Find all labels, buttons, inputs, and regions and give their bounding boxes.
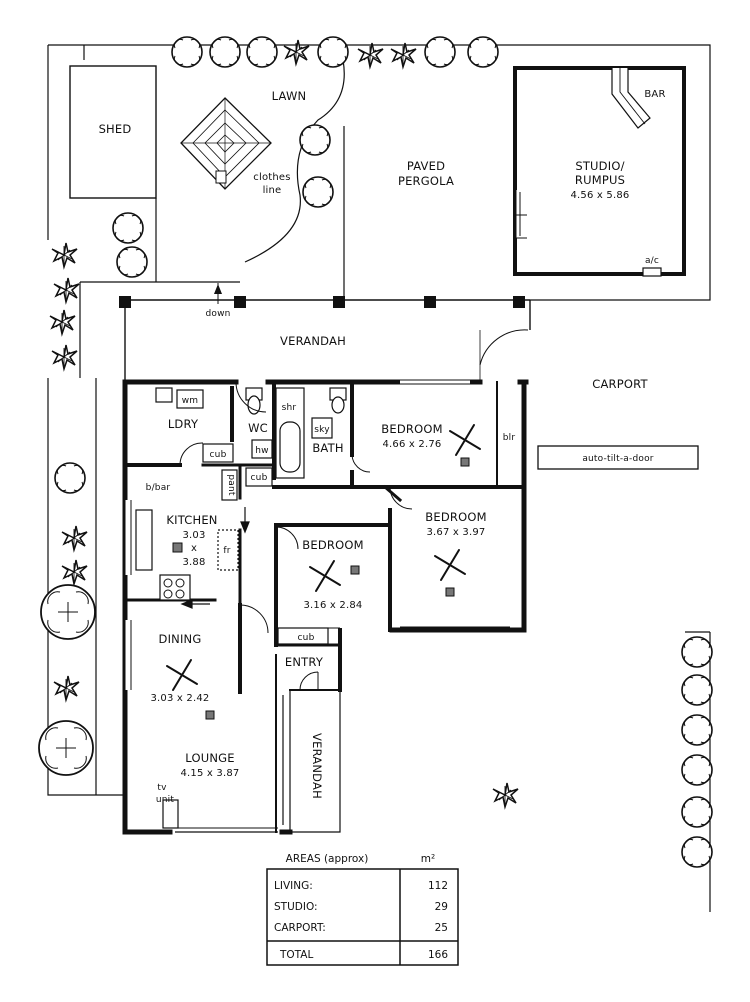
blr-label: blr: [503, 433, 516, 443]
fridge-label: fr: [223, 546, 230, 556]
shed-label: SHED: [99, 122, 132, 136]
hw-label: hw: [255, 446, 268, 456]
bedroom-1-dims: 4.66 x 2.76: [382, 439, 441, 450]
tv-label-1: tv: [157, 783, 167, 793]
kitchen-dim-3: 3.88: [182, 557, 205, 568]
pergola-label-2: PERGOLA: [398, 174, 454, 188]
bedroom-2-dims: 3.67 x 3.97: [426, 527, 485, 538]
shr-label: shr: [282, 403, 297, 413]
wc-label: WC: [248, 421, 268, 435]
paved-pergola: PAVED PERGOLA: [343, 126, 454, 300]
dining-label: DINING: [159, 632, 202, 646]
pantry-label: pant: [226, 474, 236, 496]
cub-label-3: cub: [298, 633, 315, 643]
ac-label: a/c: [645, 256, 659, 266]
kitchen-dim-1: 3.03: [182, 530, 205, 541]
verandah-side: [282, 690, 341, 833]
verandah-top-label: VERANDAH: [280, 334, 346, 348]
areas-row-living-label: LIVING:: [274, 880, 313, 892]
studio-label-1: STUDIO/: [575, 159, 624, 173]
windows: [123, 379, 510, 833]
trees-right: [492, 636, 713, 868]
carport: CARPORT auto-tilt-a-door: [537, 377, 699, 470]
clothes-line-label-1: clothes: [253, 172, 290, 183]
ac-unit: [642, 267, 662, 277]
tree-row-top: [171, 36, 499, 68]
house-walls: [122, 379, 529, 835]
shed: SHED: [69, 65, 157, 282]
areas-row-studio-value: 29: [435, 901, 448, 913]
verandah-top: down VERANDAH: [119, 283, 531, 382]
lounge-dims: 4.15 x 3.87: [180, 768, 239, 779]
bath-label: BATH: [312, 441, 343, 455]
laundry-label: LDRY: [168, 417, 199, 431]
lounge-label: LOUNGE: [185, 751, 234, 765]
tv-label-2: unit: [156, 795, 175, 805]
garage-door-label: auto-tilt-a-door: [582, 454, 653, 464]
cub-label-1: cub: [210, 450, 227, 460]
clothes-line-icon: [180, 97, 272, 190]
entry-label: ENTRY: [285, 655, 324, 669]
kitchen-label: KITCHEN: [166, 513, 217, 527]
room-labels: LDRY wm WC hw shr sky BATH cub cub cub p…: [146, 396, 516, 805]
hob: [163, 578, 185, 599]
property-boundary: [47, 44, 711, 912]
cub-label-2: cub: [251, 473, 268, 483]
carport-label: CARPORT: [592, 377, 648, 391]
areas-row-studio-label: STUDIO:: [274, 901, 318, 913]
lawn: LAWN clothes line: [180, 59, 345, 263]
bedroom-3-label: BEDROOM: [302, 538, 363, 552]
areas-unit: m²: [421, 853, 435, 865]
sky-label: sky: [314, 425, 330, 435]
areas-total-label: TOTAL: [279, 949, 313, 961]
areas-row-carport-label: CARPORT:: [274, 922, 326, 934]
door-swings: [179, 381, 413, 691]
lawn-label: LAWN: [272, 89, 307, 103]
wet-area-fixtures: [135, 387, 347, 829]
studio-rumpus: BAR STUDIO/ RUMPUS 4.56 x 5.86 a/c: [513, 66, 686, 277]
areas-total-value: 166: [428, 949, 448, 961]
studio-label-2: RUMPUS: [575, 173, 625, 187]
pergola-label-1: PAVED: [407, 159, 445, 173]
bedroom-1-label: BEDROOM: [381, 422, 442, 436]
bedroom-2-label: BEDROOM: [425, 510, 486, 524]
kitchen-dim-2: x: [191, 543, 197, 554]
wm-label: wm: [182, 396, 199, 406]
bbar-label: b/bar: [146, 483, 171, 493]
areas-row-living-value: 112: [428, 880, 448, 892]
flow-arrows: [180, 507, 250, 609]
areas-table: AREAS (approx) m² LIVING: 112 STUDIO: 29…: [266, 853, 459, 966]
areas-row-carport-value: 25: [435, 922, 448, 934]
dining-dims: 3.03 x 2.42: [150, 693, 209, 704]
areas-title: AREAS (approx): [286, 853, 369, 865]
verandah-side-label: VERANDAH: [310, 733, 324, 799]
ceiling-fans: [166, 424, 481, 720]
bedroom-3-dims: 3.16 x 2.84: [303, 600, 362, 611]
studio-dims: 4.56 x 5.86: [570, 190, 629, 201]
down-label: down: [205, 309, 230, 319]
clothes-line-label-2: line: [263, 185, 282, 196]
bar-label: BAR: [644, 89, 665, 100]
